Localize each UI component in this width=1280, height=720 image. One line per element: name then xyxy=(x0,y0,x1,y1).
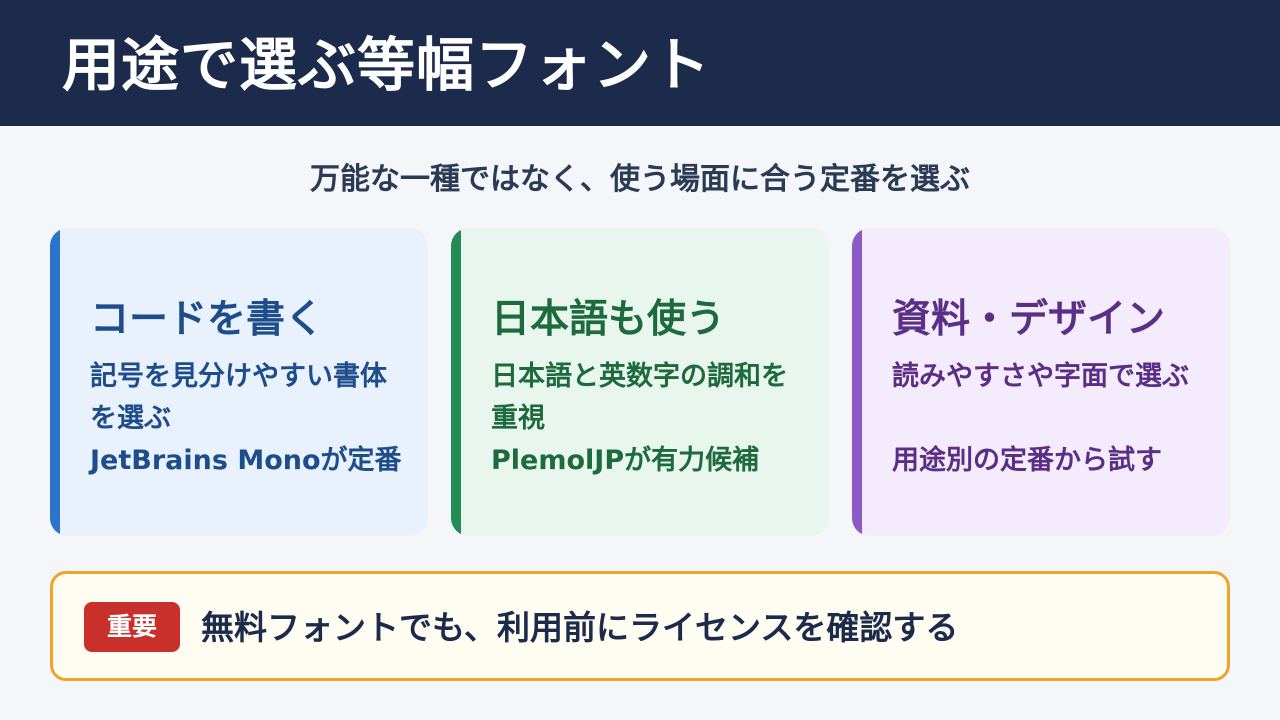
page-title: 用途で選ぶ等幅フォント xyxy=(62,31,712,99)
card-description: 日本語と英数字の調和を重視 xyxy=(491,361,788,434)
card-note: 用途別の定番から試す xyxy=(892,445,1162,476)
card-description: 記号を見分けやすい書体を選ぶ xyxy=(90,361,387,434)
card-japanese: 日本語も使う 日本語と英数字の調和を重視 PlemolJPが有力候補 xyxy=(451,228,829,536)
header-bar: 用途で選ぶ等幅フォント xyxy=(0,0,1280,126)
card-title: 日本語も使う xyxy=(491,297,726,342)
subtitle: 万能な一種ではなく、使う場面に合う定番を選ぶ xyxy=(310,162,970,197)
card-accent-bar xyxy=(451,228,461,536)
card-note: PlemolJPが有力候補 xyxy=(491,445,760,476)
card-code: コードを書く 記号を見分けやすい書体を選ぶ JetBrains Monoが定番 xyxy=(50,228,428,536)
card-description: 読みやすさや字面で選ぶ xyxy=(892,361,1189,392)
card-title: 資料・デザイン xyxy=(892,297,1166,342)
card-note: JetBrains Monoが定番 xyxy=(90,445,402,476)
important-callout: 重要 無料フォントでも、利用前にライセンスを確認する xyxy=(50,571,1230,681)
important-badge: 重要 xyxy=(84,602,180,652)
card-title: コードを書く xyxy=(90,297,325,342)
card-design: 資料・デザイン 読みやすさや字面で選ぶ 用途別の定番から試す xyxy=(852,228,1230,536)
card-accent-bar xyxy=(852,228,862,536)
card-accent-bar xyxy=(50,228,60,536)
callout-text: 無料フォントでも、利用前にライセンスを確認する xyxy=(201,608,959,647)
